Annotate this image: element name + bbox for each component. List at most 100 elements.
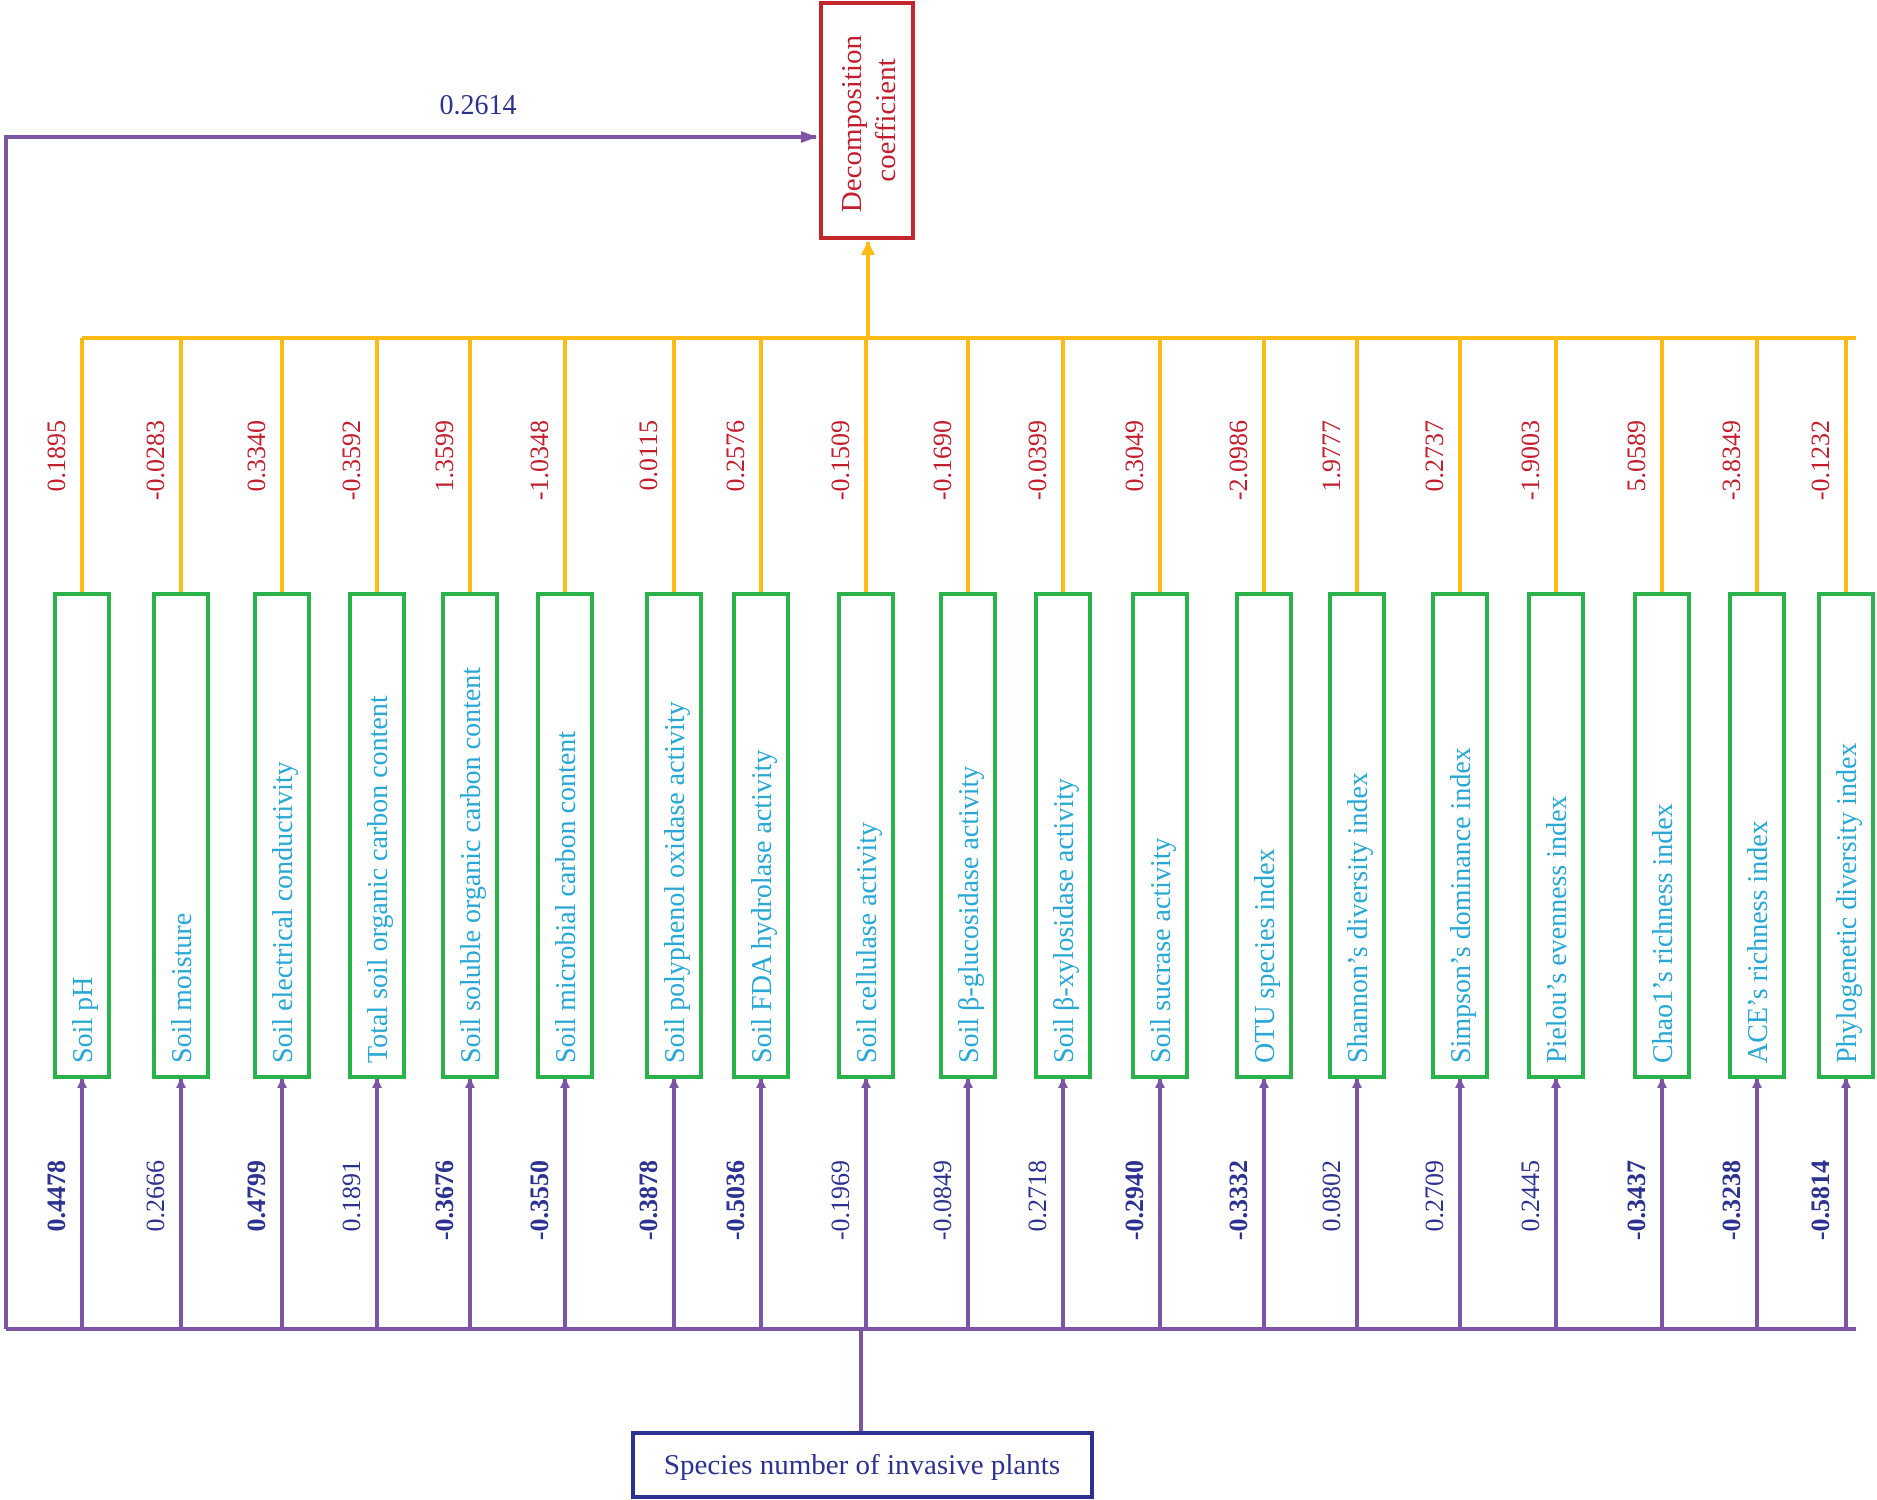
direct-path-line (4, 131, 817, 1329)
mediator-box (1431, 592, 1489, 1079)
mediator-to-target-coefficient: 0.1895 (42, 420, 71, 492)
mediator-box (732, 592, 790, 1079)
mediator-node: ACE’s richness index-3.8349-0.3238 (1717, 338, 1786, 1329)
mediator-box (1235, 592, 1293, 1079)
mediator-node: Soil moisture -0.0283 0.2666 (141, 338, 210, 1329)
source-to-mediator-coefficient: 0.2709 (1420, 1160, 1449, 1232)
mediator-label: Soil polyphenol oxidase activity (660, 701, 691, 1063)
mediator-node: Soil β-glucosidase activity-0.1690-0.084… (928, 338, 997, 1329)
mediator-to-target-coefficient: 0.2576 (721, 420, 750, 492)
source-to-mediator-coefficient: 0.2666 (141, 1160, 170, 1232)
mediator-node: Soil polyphenol oxidase activity 0.0115 -0… (634, 338, 703, 1329)
mediator-to-target-coefficient: 0.3340 (242, 420, 271, 492)
mediator-to-target-coefficient: 0.3049 (1120, 420, 1149, 492)
mediator-node: Soil FDA hydrolase activity 0.2576 -0.5036 (721, 338, 790, 1329)
mediator-label: Chao1’s richness index (1648, 803, 1679, 1063)
mediator-box (53, 592, 111, 1079)
mediator-node: Soil electrical conductivity 0.3340 0.4799 (242, 338, 311, 1329)
mediator-label: Pielou’s evenness index (1542, 795, 1573, 1063)
mediator-node: Soil β-xylosidase activity -0.0399 0.2718 (1023, 338, 1092, 1329)
target-box (819, 1, 915, 240)
source-box (631, 1431, 1094, 1499)
source-to-mediator-coefficient: -0.3437 (1622, 1160, 1651, 1240)
mediator-node: Shannon’s diversity index 1.9777 0.0802 (1317, 338, 1386, 1329)
direct-path-coefficient: 0.2614 (440, 90, 517, 121)
mediator-to-target-coefficient: -0.1690 (928, 420, 957, 500)
mediator-box (1131, 592, 1189, 1079)
mediator-to-target-coefficient: 5.0589 (1622, 420, 1651, 492)
mediator-node: Soil pH 0.1895 0.4478 (42, 338, 111, 1329)
mediator-node: Chao1’s richness index 5.0589 -0.3437 (1622, 338, 1691, 1329)
mediator-node: Soil cellulase activity -0.1509 -0.1969 (826, 338, 895, 1329)
mediator-label: Soil β-glucosidase activity (954, 766, 985, 1063)
source-to-mediator-coefficient: 0.4799 (242, 1160, 271, 1232)
mediator-to-target-coefficient: -2.0986 (1224, 420, 1253, 500)
source-to-mediator-coefficient: -0.3238 (1717, 1160, 1746, 1240)
mediator-box (645, 592, 703, 1079)
mediator-box (939, 592, 997, 1079)
mediator-box (1034, 592, 1092, 1079)
mediator-to-target-coefficient: -0.0283 (141, 420, 170, 500)
target-label: Decomposition coefficient (836, 28, 902, 212)
source-to-mediator-coefficient: -0.5036 (721, 1160, 750, 1240)
mediator-node: Phylogenetic diversity index -0.1232 -0.58… (1806, 338, 1875, 1329)
source-node: Species number of invasive plants (631, 1431, 1094, 1499)
mediator-to-target-coefficient: 0.2737 (1420, 420, 1449, 492)
source-to-mediator-coefficient: -0.5814 (1806, 1160, 1835, 1240)
source-to-mediator-coefficient: 0.4478 (42, 1160, 71, 1232)
mediator-box (536, 592, 594, 1079)
mediator-node: Soil soluble organic carbon content 1.359… (430, 338, 499, 1329)
mediator-to-target-coefficient: -1.0348 (525, 420, 554, 500)
mediator-label: Soil microbial carbon content (551, 731, 582, 1063)
mediator-to-target-coefficient: -0.1232 (1806, 420, 1835, 500)
mediator-to-target-coefficient: -0.0399 (1023, 420, 1052, 500)
mediator-label: Soil sucrase activity (1146, 837, 1177, 1063)
mediator-to-target-coefficient: 0.0115 (634, 420, 663, 491)
mediator-label: Simpson’s dominance index (1446, 747, 1477, 1063)
mediator-label: Soil moisture (167, 913, 198, 1063)
mediator-to-target-coefficient: -0.3592 (337, 420, 366, 500)
mediator-box (253, 592, 311, 1079)
mediator-label: Phylogenetic diversity index (1832, 743, 1863, 1063)
source-to-mediator-coefficient: -0.3550 (525, 1160, 554, 1240)
source-to-mediator-coefficient: 0.0802 (1317, 1160, 1346, 1232)
mediator-to-target-coefficient: 1.3599 (430, 420, 459, 492)
source-to-mediator-coefficient: 0.1891 (337, 1160, 366, 1232)
mediator-label: Soil cellulase activity (852, 822, 883, 1063)
mediator-box (1328, 592, 1386, 1079)
mediator-label: Soil β-xylosidase activity (1049, 778, 1080, 1063)
mediator-box (1633, 592, 1691, 1079)
mediator-box (1527, 592, 1585, 1079)
mediator-box (441, 592, 499, 1079)
mediator-to-target-coefficient: -3.8349 (1717, 420, 1746, 500)
mediator-node: Simpson’s dominance index 0.2737 0.2709 (1420, 338, 1489, 1329)
mediator-label: OTU species index (1250, 848, 1281, 1063)
mediator-node: Soil sucrase activity 0.3049 -0.2940 (1120, 338, 1189, 1329)
source-to-mediator-coefficient: -0.3332 (1224, 1160, 1253, 1240)
source-to-mediator-coefficient: -0.3878 (634, 1160, 663, 1240)
source-to-mediator-coefficient: -0.1969 (826, 1160, 855, 1240)
mediator-nodes: Soil pH 0.1895 0.4478 Soil moisture -0.0283 0… (42, 338, 1875, 1329)
target-node: Decomposition coefficient (819, 1, 915, 240)
mediator-node: Soil microbial carbon content -1.0348 -0.3… (525, 338, 594, 1329)
source-to-mediator-coefficient: -0.2940 (1120, 1160, 1149, 1240)
mediator-to-target-coefficient: 1.9777 (1317, 420, 1346, 492)
mediator-label: Soil pH (68, 977, 99, 1063)
mediator-label: Shannon’s diversity index (1343, 772, 1374, 1063)
mediator-to-target-coefficient: -0.1509 (826, 420, 855, 500)
source-label: Species number of invasive plants (664, 1449, 1060, 1481)
source-to-mediator-coefficient: -0.3676 (430, 1160, 459, 1240)
mediator-box (348, 592, 406, 1079)
mediator-box (1728, 592, 1786, 1079)
mediator-box (152, 592, 210, 1079)
mediator-label: Soil electrical conductivity (268, 761, 299, 1063)
source-to-mediator-coefficient: 0.2445 (1516, 1160, 1545, 1232)
mediator-label: Total soil organic carbon content (363, 695, 394, 1063)
mediator-label: Soil soluble organic carbon content (456, 667, 487, 1063)
mediator-label: Soil FDA hydrolase activity (747, 750, 778, 1063)
mediator-node: Total soil organic carbon content -0.3592… (337, 338, 406, 1329)
source-to-mediator-coefficient: 0.2718 (1023, 1160, 1052, 1232)
mediator-box (1817, 592, 1875, 1079)
